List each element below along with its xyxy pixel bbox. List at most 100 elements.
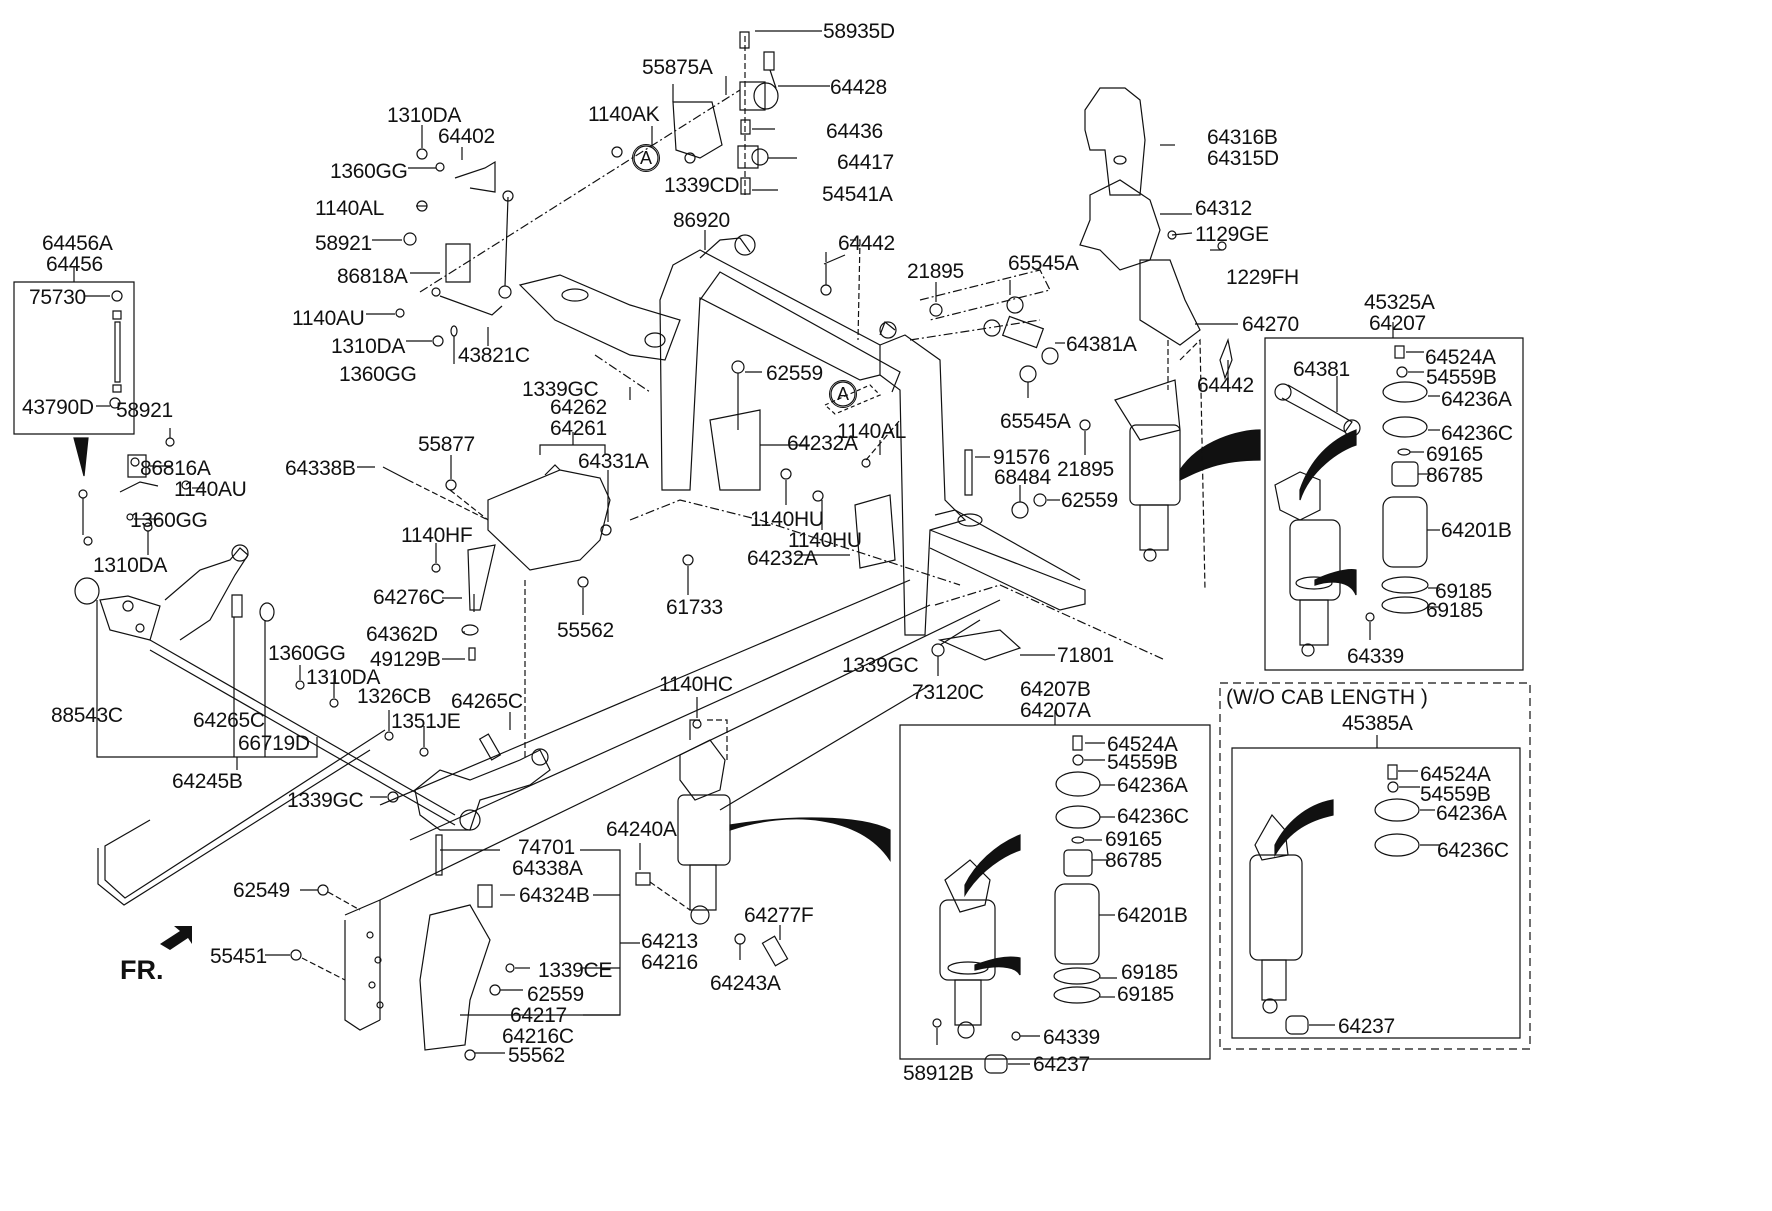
part-label[interactable]: 86818A	[337, 265, 408, 288]
part-label[interactable]: 54541A	[822, 183, 893, 206]
part-label[interactable]: 1360GG	[130, 509, 208, 532]
part-label[interactable]: 69185	[1121, 961, 1178, 984]
part-label[interactable]: 64436	[826, 120, 883, 143]
part-label[interactable]: 64402	[438, 125, 495, 148]
part-label[interactable]: 1360GG	[330, 160, 408, 183]
part-label[interactable]: 65545A	[1008, 252, 1079, 275]
part-label[interactable]: 1360GG	[339, 363, 417, 386]
part-label[interactable]: 64316B	[1207, 126, 1278, 149]
part-label[interactable]: 55875A	[642, 56, 713, 79]
part-label[interactable]: 64245B	[172, 770, 243, 793]
part-label[interactable]: 1310DA	[306, 666, 381, 689]
part-label[interactable]: 64236A	[1117, 774, 1188, 797]
part-label[interactable]: 58935D	[823, 20, 895, 43]
part-label[interactable]: 64417	[837, 151, 894, 174]
part-label[interactable]: 62559	[1061, 489, 1118, 512]
part-label[interactable]: 64265C	[451, 690, 523, 713]
part-label[interactable]: 1140AK	[588, 103, 660, 126]
part-label[interactable]: 64324B	[519, 884, 590, 907]
part-label[interactable]: 1140AL	[315, 197, 385, 220]
part-label[interactable]: 86816A	[140, 457, 211, 480]
part-label[interactable]: 55877	[418, 433, 475, 456]
part-label[interactable]: 64237	[1338, 1015, 1395, 1038]
part-label[interactable]: 64277F	[744, 904, 814, 927]
part-label[interactable]: 64207	[1369, 312, 1426, 335]
part-label[interactable]: 64236A	[1441, 388, 1512, 411]
part-label[interactable]: 64338A	[512, 857, 583, 880]
part-label[interactable]: 64216	[641, 951, 698, 974]
part-label[interactable]: 64442	[1197, 374, 1254, 397]
part-label[interactable]: 1351JE	[391, 710, 461, 733]
part-label[interactable]: 45325A	[1364, 291, 1435, 314]
part-label[interactable]: 69185	[1435, 580, 1492, 603]
part-label[interactable]: 64262	[550, 396, 607, 419]
part-label[interactable]: 54559B	[1420, 783, 1491, 806]
part-label[interactable]: 64456A	[42, 232, 113, 255]
part-label[interactable]: 1140HC	[659, 673, 733, 696]
part-label[interactable]: 1339GC	[842, 654, 919, 677]
part-label[interactable]: 64236C	[1441, 422, 1513, 445]
part-label[interactable]: 1339CE	[538, 959, 613, 982]
part-label[interactable]: 69185	[1426, 599, 1483, 622]
part-label[interactable]: 49129B	[370, 648, 441, 671]
part-label[interactable]: 21895	[907, 260, 964, 283]
part-label[interactable]: 64338B	[285, 457, 356, 480]
part-label[interactable]: 62559	[766, 362, 823, 385]
part-label[interactable]: 64261	[550, 417, 607, 440]
part-label[interactable]: 86785	[1105, 849, 1162, 872]
part-label[interactable]: 69185	[1117, 983, 1174, 1006]
part-label[interactable]: 1326CB	[357, 685, 432, 708]
part-label[interactable]: 64232A	[747, 547, 818, 570]
part-label[interactable]: 73120C	[912, 681, 984, 704]
part-label[interactable]: 1140HF	[401, 524, 473, 547]
part-label[interactable]: 64381	[1293, 358, 1350, 381]
part-label[interactable]: 64362D	[366, 623, 438, 646]
part-label[interactable]: 21895	[1057, 458, 1114, 481]
part-label[interactable]: 55451	[210, 945, 267, 968]
part-label[interactable]: 45385A	[1342, 712, 1413, 735]
part-label[interactable]: 1140HU	[750, 508, 824, 531]
part-label[interactable]: 69165	[1426, 443, 1483, 466]
part-label[interactable]: 64339	[1043, 1026, 1100, 1049]
part-label[interactable]: 64524A	[1107, 733, 1178, 756]
part-label[interactable]: 1339GC	[522, 378, 599, 401]
part-label[interactable]: 64524A	[1420, 763, 1491, 786]
part-label[interactable]: 1310DA	[387, 104, 462, 127]
part-label[interactable]: 64381A	[1066, 333, 1137, 356]
part-label[interactable]: 1229FH	[1226, 266, 1299, 289]
part-label[interactable]: 64201B	[1441, 519, 1512, 542]
part-label[interactable]: 64217	[510, 1004, 567, 1027]
part-label[interactable]: 69165	[1105, 828, 1162, 851]
part-label[interactable]: 64276C	[373, 586, 445, 609]
part-label[interactable]: 66719D	[238, 732, 310, 755]
part-label[interactable]: 64201B	[1117, 904, 1188, 927]
part-label[interactable]: 55562	[557, 619, 614, 642]
part-label[interactable]: 64331A	[578, 450, 649, 473]
part-label[interactable]: 68484	[994, 466, 1051, 489]
part-label[interactable]: 1310DA	[331, 335, 406, 358]
part-label[interactable]: 91576	[993, 446, 1050, 469]
part-label[interactable]: 64236A	[1436, 802, 1507, 825]
part-label[interactable]: 64339	[1347, 645, 1404, 668]
part-label[interactable]: 64207B	[1020, 678, 1091, 701]
part-label[interactable]: 64213	[641, 930, 698, 953]
part-label[interactable]: 64456	[46, 253, 103, 276]
part-label[interactable]: 58912B	[903, 1062, 974, 1085]
part-label[interactable]: 71801	[1057, 644, 1114, 667]
part-label[interactable]: 64312	[1195, 197, 1252, 220]
part-label[interactable]: 1360GG	[268, 642, 346, 665]
part-label[interactable]: 62549	[233, 879, 290, 902]
part-label[interactable]: 1339CD	[664, 174, 740, 197]
part-label[interactable]: 62559	[527, 983, 584, 1006]
part-label[interactable]: 86785	[1426, 464, 1483, 487]
part-label[interactable]: 55562	[508, 1044, 565, 1067]
part-label[interactable]: 64428	[830, 76, 887, 99]
part-label[interactable]: 64236C	[1437, 839, 1509, 862]
part-label[interactable]: 64524A	[1425, 346, 1496, 369]
part-label[interactable]: 64270	[1242, 313, 1299, 336]
